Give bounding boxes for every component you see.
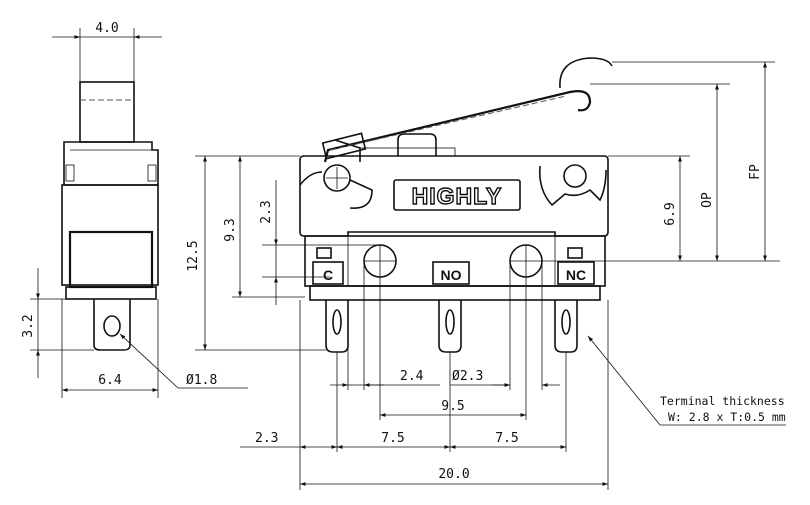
terminal-marker-c — [316, 247, 332, 259]
dim-overall-height: 12.5 — [186, 240, 201, 271]
lever-arm — [323, 90, 592, 163]
side-body — [61, 184, 159, 286]
front-plunger — [397, 133, 437, 156]
side-terminal — [93, 299, 131, 351]
front-body — [299, 155, 609, 237]
terminal-nc — [554, 300, 578, 353]
brand-logo: HIGHLY — [412, 183, 503, 209]
dim-offset-2-3: 2.3 — [255, 431, 278, 446]
dim-pitch-2-4: 2.4 — [400, 369, 424, 384]
dim-mount-hole: Ø2.3 — [452, 369, 483, 384]
side-terminal-hole — [103, 315, 121, 337]
dim-hole-dia: Ø1.8 — [186, 373, 217, 388]
terminal-label-no: NO — [441, 267, 462, 283]
note-terminal-size: W: 2.8 x T:0.5 mm — [668, 410, 786, 424]
terminal-label-c: C — [323, 267, 333, 283]
side-view: 4.0 3.2 6.4 Ø1.8 — [21, 21, 248, 398]
dim-height-9-3: 9.3 — [223, 218, 238, 241]
dim-side-width: 6.4 — [98, 373, 122, 388]
terminal-c — [325, 300, 349, 353]
side-cap — [63, 141, 159, 186]
terminal-marker-nc — [567, 247, 583, 259]
dim-pitch-right: 7.5 — [495, 431, 518, 446]
terminal-no — [438, 300, 462, 353]
note-terminal-thickness: Terminal thickness — [660, 394, 785, 408]
side-base — [68, 230, 154, 289]
dim-hole-spacing: 9.5 — [441, 399, 464, 414]
dim-operating-position: OP — [700, 192, 715, 208]
left-pivot — [323, 164, 351, 192]
right-pivot — [563, 164, 587, 188]
dim-free-position: FP — [748, 164, 763, 180]
dim-top-width: 4.0 — [95, 21, 118, 36]
dim-total-width: 20.0 — [438, 467, 469, 482]
dim-height-6-9: 6.9 — [663, 202, 678, 225]
dim-side-pin-height: 3.2 — [21, 314, 36, 337]
brand-box — [393, 179, 521, 211]
lever-tip — [559, 57, 613, 89]
dim-height-2-3: 2.3 — [259, 200, 274, 223]
dim-pitch-left: 7.5 — [381, 431, 404, 446]
side-plunger — [79, 81, 135, 143]
front-view: HIGHLY C NO NC 12. — [186, 57, 786, 490]
terminal-label-nc: NC — [566, 267, 586, 283]
